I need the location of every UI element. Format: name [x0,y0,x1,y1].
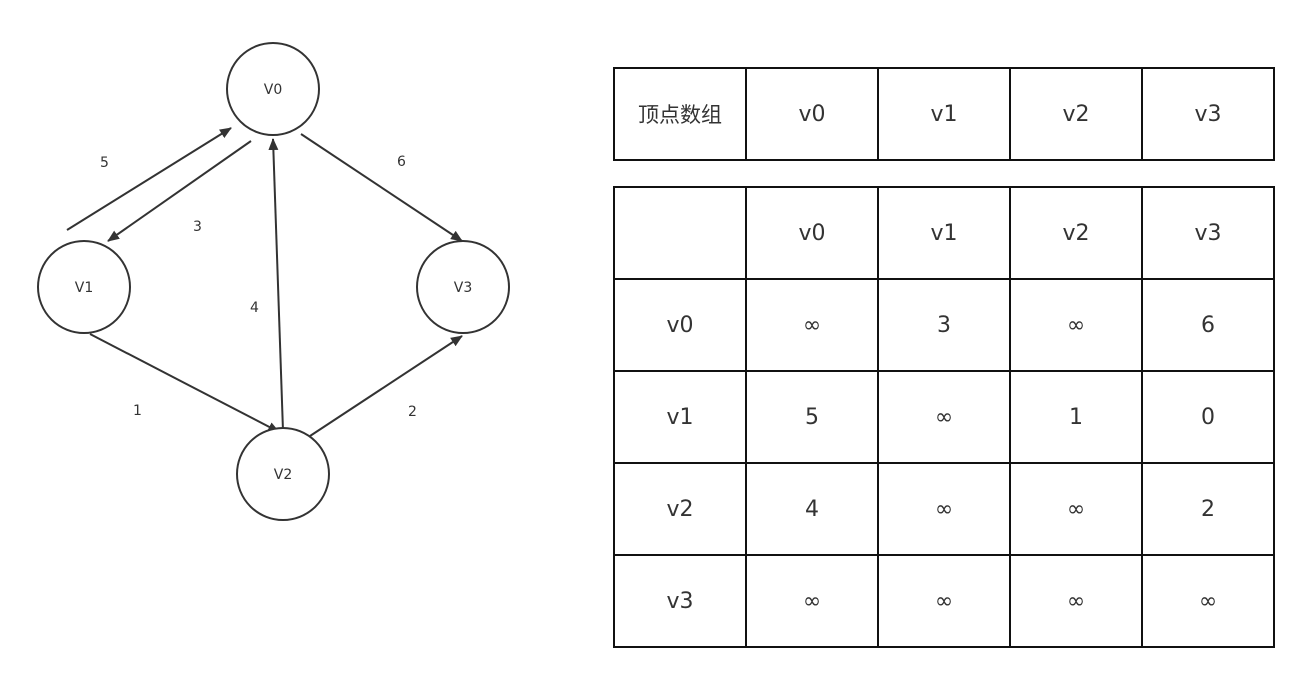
matrix-cell: ∞ [1009,462,1143,556]
edge-v0-v1 [107,140,252,242]
vertex-array-row: 顶点数组 v0 v1 v2 v3 [613,67,1275,161]
edge-label-v0-v1: 3 [193,219,202,235]
matrix-row-header: v0 [613,278,747,372]
matrix-cell: ∞ [1009,554,1143,648]
matrix-corner-cell [613,186,747,280]
node-v3: V3 [416,240,510,334]
node-label-v2: V2 [274,467,292,483]
matrix-header-row: v0 v1 v2 v3 [613,186,1275,280]
matrix-cell: 5 [745,370,879,464]
edge-v1-v2 [89,333,280,433]
vertex-array-header: 顶点数组 [613,67,747,161]
matrix-cell: ∞ [1141,554,1275,648]
node-label-v1: V1 [75,280,93,296]
matrix-row-v0: v0 ∞ 3 ∞ 6 [613,278,1275,372]
matrix-row-header: v3 [613,554,747,648]
matrix-row-header: v1 [613,370,747,464]
vertex-array-table: 顶点数组 v0 v1 v2 v3 [613,67,1275,161]
matrix-cell: ∞ [745,278,879,372]
edge-label-v2-v0: 4 [250,300,259,316]
matrix-cell: 4 [745,462,879,556]
edge-v0-v3 [300,133,463,242]
node-v2: V2 [236,427,330,521]
directed-graph: 5 3 4 6 1 2 V0 V1 V2 V3 [37,42,510,521]
vertex-array-cell: v2 [1009,67,1143,161]
edge-label-v2-v3: 2 [408,404,417,420]
edge-label-v1-v2: 1 [133,403,142,419]
matrix-row-v1: v1 5 ∞ 1 0 [613,370,1275,464]
matrix-cell: 0 [1141,370,1275,464]
adjacency-matrix-table: v0 v1 v2 v3 v0 ∞ 3 ∞ 6 v1 5 ∞ 1 0 v2 4 ∞… [613,186,1275,648]
edge-v2-v3 [309,335,463,437]
vertex-array-cell: v0 [745,67,879,161]
matrix-column-header: v0 [745,186,879,280]
edge-label-v1-v0: 5 [100,155,109,171]
node-v1: V1 [37,240,131,334]
matrix-row-header: v2 [613,462,747,556]
matrix-column-header: v1 [877,186,1011,280]
matrix-column-header: v2 [1009,186,1143,280]
edge-v2-v0 [268,138,284,432]
matrix-cell: 2 [1141,462,1275,556]
matrix-cell: ∞ [877,462,1011,556]
matrix-cell: ∞ [745,554,879,648]
vertex-array-cell: v1 [877,67,1011,161]
node-label-v3: V3 [454,280,472,296]
matrix-column-header: v3 [1141,186,1275,280]
node-v0: V0 [226,42,320,136]
edge-label-v0-v3: 6 [397,154,406,170]
matrix-cell: ∞ [877,554,1011,648]
matrix-cell: ∞ [877,370,1011,464]
edge-v1-v0 [66,127,232,231]
matrix-cell: 3 [877,278,1011,372]
matrix-cell: 6 [1141,278,1275,372]
node-label-v0: V0 [264,82,282,98]
matrix-row-v2: v2 4 ∞ ∞ 2 [613,462,1275,556]
vertex-array-cell: v3 [1141,67,1275,161]
matrix-cell: 1 [1009,370,1143,464]
matrix-row-v3: v3 ∞ ∞ ∞ ∞ [613,554,1275,648]
matrix-cell: ∞ [1009,278,1143,372]
